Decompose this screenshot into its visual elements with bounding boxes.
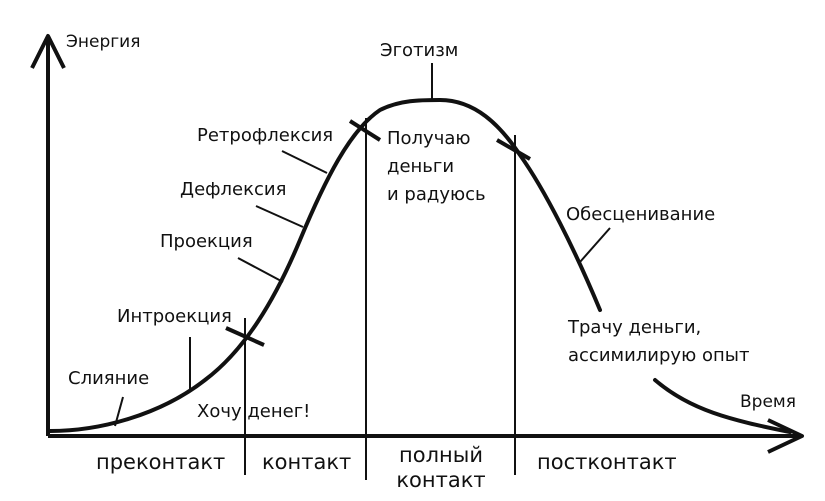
label-deflection: Дефлексия: [180, 179, 286, 200]
leader-retroflection: [281, 150, 328, 174]
y-axis-label: Энергия: [66, 32, 140, 52]
label-projection: Проекция: [160, 231, 253, 252]
note-get-money-line2: деньги: [387, 156, 454, 177]
note-get-money-line3: и радуюсь: [387, 184, 486, 205]
label-introjection: Интроекция: [117, 306, 232, 327]
label-retroflection: Ретрофлексия: [197, 125, 333, 146]
curve-tick-2: [348, 119, 382, 142]
curve-tick-1: [225, 326, 265, 347]
label-merging: Слияние: [68, 368, 149, 389]
energy-curve-tail: [653, 378, 792, 434]
x-axis-arrowhead: [767, 418, 804, 454]
phase-precontact: преконтакт: [96, 450, 225, 474]
leader-projection: [237, 257, 284, 283]
note-spend-money-line2: ассимилирую опыт: [568, 345, 749, 366]
label-egotism: Эготизм: [380, 40, 458, 61]
note-spend-money-line1: Трачу деньги,: [567, 317, 701, 338]
leader-merging: [114, 396, 124, 427]
leader-deflection: [255, 205, 304, 228]
label-devaluation: Обесценивание: [566, 204, 715, 225]
y-axis-arrowhead: [30, 34, 66, 69]
note-want-money: Хочу денег!: [197, 401, 310, 422]
phase-full-contact-line1: полный: [399, 443, 483, 467]
note-get-money-line1: Получаю: [387, 128, 471, 149]
phase-contact: контакт: [262, 450, 351, 474]
curve-tick-3: [496, 138, 531, 161]
phase-postcontact: постконтакт: [537, 450, 677, 474]
leader-devaluation: [579, 227, 611, 263]
phase-full-contact-line2: контакт: [396, 468, 485, 492]
x-axis-label: Время: [740, 392, 796, 412]
